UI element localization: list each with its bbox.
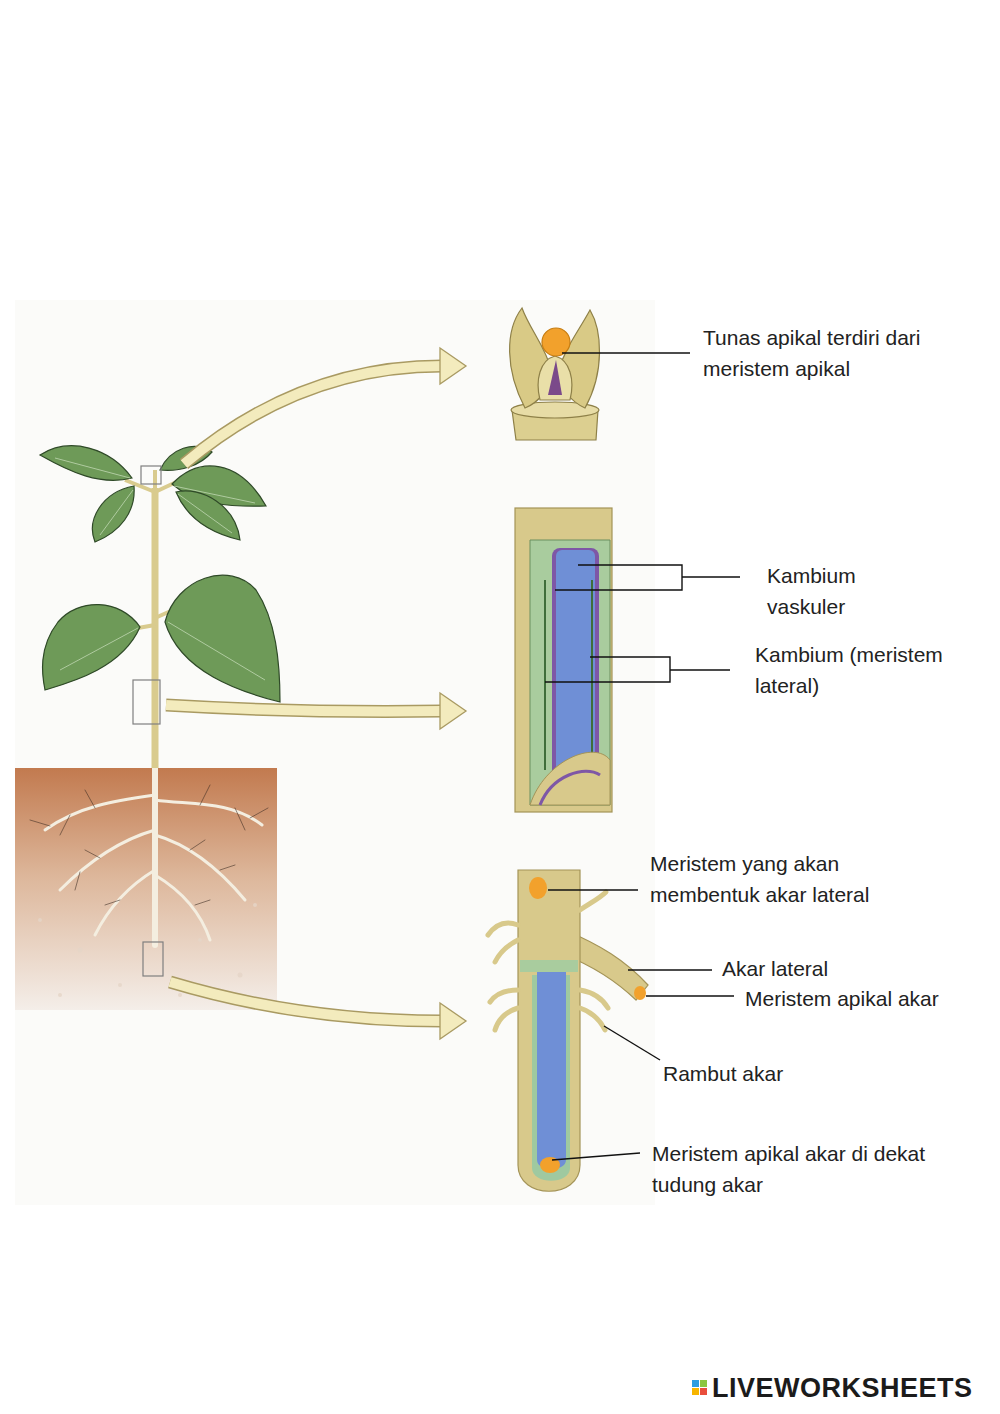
roots [30,768,268,945]
part-label: Kambium (meristem lateral) [755,639,955,701]
logo-icon [692,1380,707,1395]
leaves [40,446,280,702]
panel [15,300,655,1205]
root-section [488,870,648,1191]
stem [152,488,159,768]
soil [15,768,277,1010]
watermark: LIVEWORKSHEETS [712,1372,973,1404]
part-label: Meristem apikal akar [745,983,939,1014]
part-label: Rambut akar [663,1058,783,1089]
part-label: Akar lateral [722,953,828,984]
leader-lines [545,353,740,1160]
apical-bud [510,308,600,440]
part-label: Kambium vaskuler [767,560,917,622]
stem-section [515,508,612,812]
part-label: Tunas apikal terdiri dari meristem apika… [703,322,965,384]
part-label: Meristem apikal akar di dekat tudung aka… [652,1138,952,1200]
part-label: Meristem yang akan membentuk akar latera… [650,848,932,910]
zoom-arrows [166,366,442,1021]
